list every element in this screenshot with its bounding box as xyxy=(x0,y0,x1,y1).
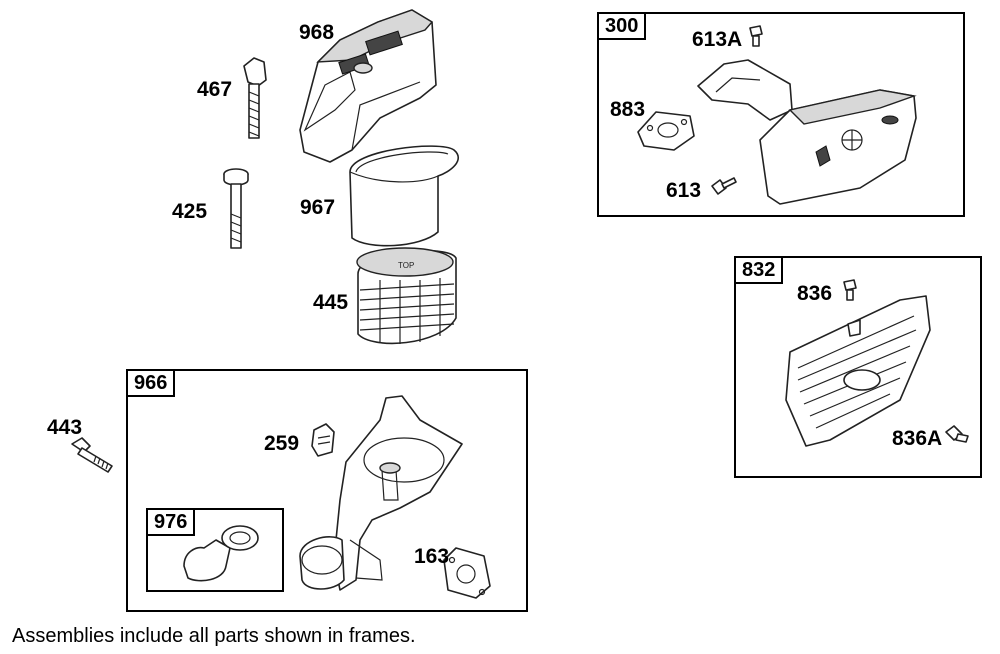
label-443: 443 xyxy=(47,416,83,439)
label-836: 836 xyxy=(797,282,833,305)
frame-300: 300 xyxy=(597,12,965,217)
pre-cleaner-drawing xyxy=(349,145,460,247)
air-filter-drawing: TOP xyxy=(356,247,457,345)
assembly-footnote: Assemblies include all parts shown in fr… xyxy=(12,625,416,647)
label-967: 967 xyxy=(300,196,336,219)
exhaust-gasket-drawing xyxy=(637,111,695,151)
breather-drawing xyxy=(183,525,259,582)
frame-832-tag: 832 xyxy=(734,256,784,284)
frame-832: 832 xyxy=(734,256,982,478)
frame-300-tag: 300 xyxy=(597,12,647,40)
muffler-drawing xyxy=(697,59,917,205)
label-613: 613 xyxy=(666,179,702,202)
clip-drawing xyxy=(311,423,335,457)
stud-drawing xyxy=(71,437,113,473)
label-613A: 613A xyxy=(692,28,743,51)
frame-976: 976 xyxy=(146,508,284,592)
label-467: 467 xyxy=(197,78,233,101)
screw-613-drawing xyxy=(711,177,737,195)
label-445: 445 xyxy=(313,291,349,314)
heat-shield-drawing xyxy=(785,295,931,447)
air-cleaner-cover-drawing xyxy=(299,9,437,163)
gasket-drawing xyxy=(443,547,491,599)
screw-836a-drawing xyxy=(945,425,969,443)
screw-836-drawing xyxy=(843,279,857,301)
label-883: 883 xyxy=(610,98,646,121)
frame-966-tag: 966 xyxy=(126,369,176,397)
label-163: 163 xyxy=(414,545,450,568)
label-259: 259 xyxy=(264,432,300,455)
screw-613a-drawing xyxy=(749,25,763,47)
bolt-drawing xyxy=(223,168,249,249)
knob-screw-drawing xyxy=(243,57,267,139)
label-968: 968 xyxy=(299,21,335,44)
frame-976-tag: 976 xyxy=(146,508,196,536)
label-836A: 836A xyxy=(892,427,943,450)
frame-966: 966 xyxy=(126,369,528,612)
air-cleaner-base-drawing xyxy=(299,395,463,591)
label-425: 425 xyxy=(172,200,208,223)
svg-text:TOP: TOP xyxy=(398,261,414,270)
